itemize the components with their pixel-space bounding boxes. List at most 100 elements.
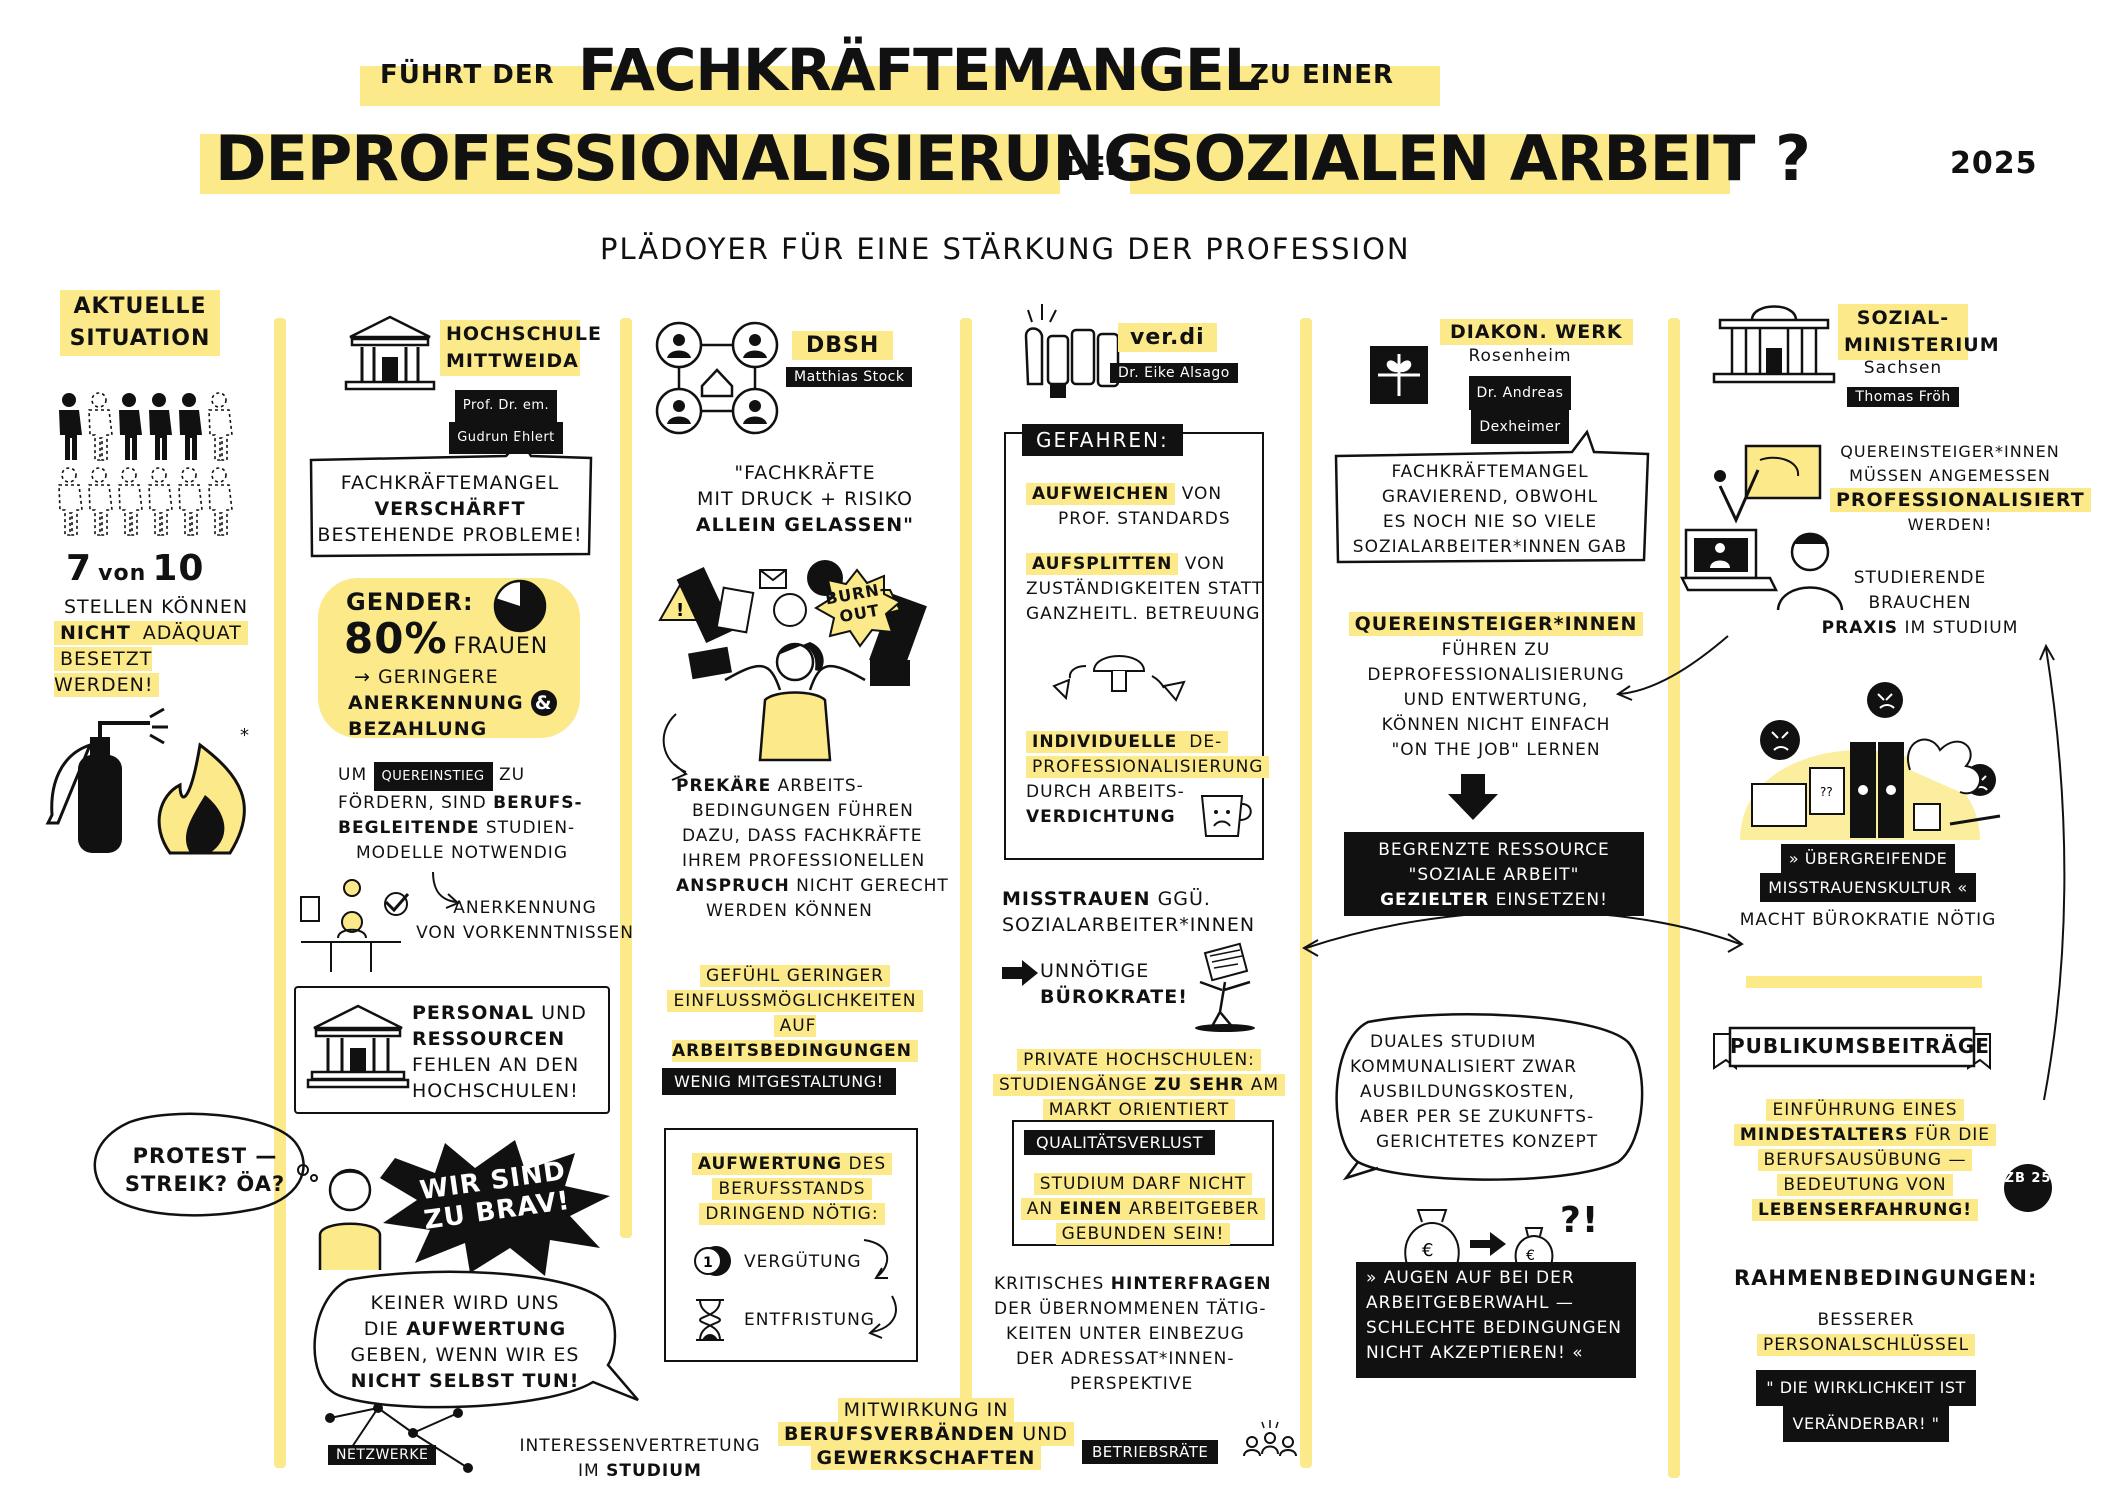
burnout-juggling-illustration: ! [658,560,927,762]
arrow-icon [432,871,460,909]
bureaucracy-illustration: ?? [1740,682,2001,840]
ressource-box [1344,832,1644,916]
title-deprofessionalisierung: DEPROFESSIONALISIERUNG [215,122,1154,195]
netzwerke-tag: NETZWERKE [328,1444,437,1465]
hourglass-icon [696,1299,724,1341]
title-fachkraeftemangel: FACHKRÄFTEMANGEL [578,36,1261,104]
ministry-building-icon [1712,305,1836,384]
gender-label: GENDER: [346,588,474,616]
studierende-praxis: STUDIERENDE BRAUCHEN PRAXIS IM STUDIUM [1821,568,2019,638]
money-bags-icon: € € [1404,1209,1554,1269]
svg-text:!: ! [676,600,684,621]
ministerium-sub: Sachsen [1863,358,1943,378]
einfluss-text: GEFÜHL GERINGER EINFLUSSMÖGLICHKEITEN AU… [660,964,930,1064]
qualitaet-box [1012,1120,1274,1246]
network-people-icon [655,321,779,435]
gefahren-list: AUFWEICHEN VON PROF. STANDARDS AUFSPLITT… [1026,483,1264,624]
svg-text:??: ?? [1820,785,1833,799]
divider-5 [1668,318,1680,1478]
aufwertung-box [664,1128,918,1362]
verschaerft-bubble [309,437,593,558]
stat-7-von-10: 7 von 10 [66,548,205,589]
aktuelle-situation-heading: AKTUELLE SITUATION [60,290,220,356]
teacher-laptop-illustration [1679,444,1844,611]
protest-bubble-outline [93,1112,318,1217]
protest-text: PROTEST — STREIK? ÖA? [124,1144,286,1196]
title-line1-post: ZU EINER [1250,60,1394,90]
divider-1 [274,318,286,1468]
alsago-tag: Dr. Eike Alsago [1110,362,1238,383]
buerokratie-text: UNNÖTIGE BÜROKRATE! [1040,960,1188,1008]
fire-extinguisher-icon: * [45,707,249,855]
ehlert-tags: Prof. Dr. em. Gudrun Ehlert [436,390,576,454]
connector-arrows-icon [863,1239,897,1339]
ministerium-label: SOZIAL-MINISTERIUM [1838,304,1999,360]
augen-auf-text: » AUGEN AUF BEI DER ARBEITGEBERWAHL — SC… [1366,1268,1623,1363]
recognition-people-icon [300,879,410,972]
duales-bubble [1335,1013,1644,1181]
svg-text:1: 1 [703,1255,713,1271]
augen-auf-box [1356,1262,1636,1378]
quereinsteiger-professionalisiert: QUEREINSTEIGER*INNEN MÜSSEN ANGEMESSEN P… [1830,440,2091,537]
uebergreifende-text: » ÜBERGREIFENDE MISSTRAUENSKULTUR « MACH… [1718,844,2018,933]
duales-text: DUALES STUDIUM KOMMUNALISIERT ZWAR AUSBI… [1350,1032,1599,1152]
pie-slice [494,581,545,631]
network-icon [325,1403,473,1473]
publikum-banner [1713,1026,1991,1071]
personal-ressourcen-box [294,986,610,1114]
curved-arrow-icon [662,713,688,781]
title-line2-der: DER [1065,152,1128,182]
interessenvertretung-text: INTERESSENVERTRETUNG IM STUDIUM [519,1436,761,1481]
pie-chart-icon [493,579,547,633]
burnout-badge [814,568,902,648]
mushroom-split-icon [1052,655,1186,702]
quereinsteiger-text: QUEREINSTEIGER*INNEN FÜHREN ZU DEPROFESS… [1336,612,1656,763]
ressource-text: BEGRENZTE RESSOURCE "SOZIALE ARBEIT" GEZ… [1378,840,1610,910]
gefahren-title: GEFAHREN: [1022,424,1183,456]
dbsh-label: DBSH [792,330,894,362]
divider-3 [960,318,972,1418]
hochschule-mittweida-label: HOCHSCHULE MITTWEIDA [440,320,601,376]
personal-text: PERSONAL UND RESSOURCEN FEHLEN AN DEN HO… [412,1002,587,1102]
group-people-icon [1243,1420,1297,1457]
froeh-tag: Thomas Fröh [1838,386,1968,407]
aufwertung-text: AUFWERTUNG DES BERUFSSTANDS DRINGEND NÖT… [674,1152,910,1227]
title-line1-pre: FÜHRT DER [380,60,555,90]
rahmen-title: RAHMENBEDINGUNGEN: [1734,1266,2038,1290]
svg-text:*: * [240,725,249,746]
betriebsraete-tag: BETRIEBSRÄTE [1082,1440,1219,1464]
stressed-cup-icon [1200,795,1252,837]
gravierend-bubble [1334,429,1650,564]
diakon-sub: Rosenheim [1468,346,1572,366]
zb-25-badge: ZB 25 [2004,1164,2052,1212]
svg-text:€: € [1526,1248,1535,1264]
mindestalter-text: EINFÜHRUNG EINES MINDESTALTERS FÜR DIE B… [1710,1098,2020,1223]
year: 2025 [1950,146,2038,181]
private-hochschulen-text: PRIVATE HOCHSCHULEN: STUDIENGÄNGE ZU SEH… [984,1048,1294,1123]
dexheimer-tags: Dr. Andreas Dexheimer [1440,376,1600,444]
personalschluessel-text: BESSERER PERSONALSCHLÜSSEL [1746,1308,1986,1358]
coin-icon: 1 [694,1246,731,1276]
mitgestaltung-tag: WENIG MITGESTALTUNG! [662,1068,896,1095]
brav-burst [380,1140,610,1276]
divider-2 [620,318,632,1238]
paper-person-icon [1195,942,1255,1032]
verschaerft-text: FACHKRÄFTEMANGEL VERSCHÄRFT BESTEHENDE P… [317,472,583,546]
fachkraefte-quote: "FACHKRÄFTE MIT DRUCK + RISIKO ALLEIN GE… [695,462,915,536]
diakon-label: DIAKON. WERK [1440,318,1633,346]
svg-text:€: € [1422,1240,1433,1261]
gender-80-percent: 80% FRAUEN [344,614,549,663]
down-arrow-icon [1448,774,1498,820]
university-building-icon [344,315,436,391]
anerkennung-text: ANERKENNUNG VON VORKENNTNISSEN [416,898,634,943]
title-line2-highlight-left [200,134,1060,194]
prekaere-text: PREKÄRE ARBEITS- BEDINGUNGEN FÜHREN DAZU… [676,776,949,921]
title-sozialen-arbeit: SOZIALEN ARBEIT ? [1150,122,1811,195]
quereinstieg-text: UM QUEREINSTIEG ZU FÖRDERN, SIND BERUFS-… [338,762,608,866]
diakon-logo-icon [1370,346,1428,404]
studium-gebunden-text: STUDIUM DARF NICHT AN EINEN ARBEITGEBER … [1016,1172,1270,1247]
publikum-title: PUBLIKUMSBEITRÄGE [1730,1034,1990,1058]
verguetung-label: VERGÜTUNG [744,1252,862,1272]
